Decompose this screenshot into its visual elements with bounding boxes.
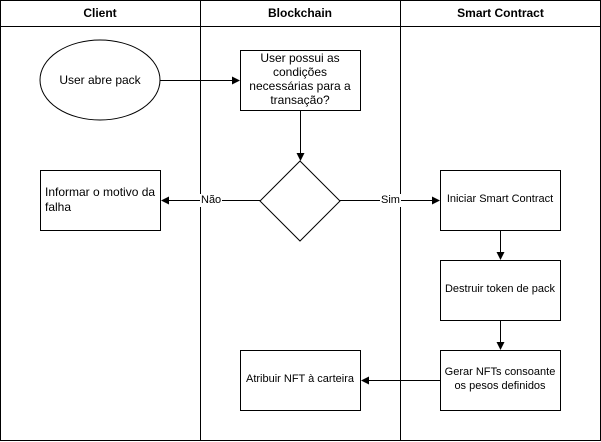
check-conditions-label: User possui as condições necessárias par… xyxy=(249,51,351,107)
fail-reason-label: Informar o motivo da falha xyxy=(45,185,156,214)
check-conditions-box[interactable] xyxy=(240,50,361,111)
init-contract-box[interactable] xyxy=(440,170,561,231)
destroy-token-box[interactable] xyxy=(440,260,561,321)
edge-label-no: Não xyxy=(200,194,223,207)
lane-title-smart-contract: Smart Contract xyxy=(457,6,544,20)
generate-nfts-label: Gerar NFTs consoante os pesos definidos xyxy=(444,366,556,392)
start-label: User abre pack xyxy=(59,72,141,87)
edge-label-yes: Sim xyxy=(380,194,401,207)
assign-nft-label: Atribuir NFT à carteira xyxy=(246,373,354,386)
lane-title-client: Client xyxy=(83,6,117,20)
init-contract-label: Iniciar Smart Contract xyxy=(446,193,554,206)
destroy-token-label: Destruir token de pack xyxy=(444,283,556,296)
decision-diamond[interactable] xyxy=(259,160,341,242)
lane-title-blockchain: Blockchain xyxy=(267,6,333,20)
assign-nft-box[interactable] xyxy=(240,350,361,411)
fail-reason-box[interactable] xyxy=(40,170,161,231)
generate-nfts-box[interactable] xyxy=(440,350,561,411)
